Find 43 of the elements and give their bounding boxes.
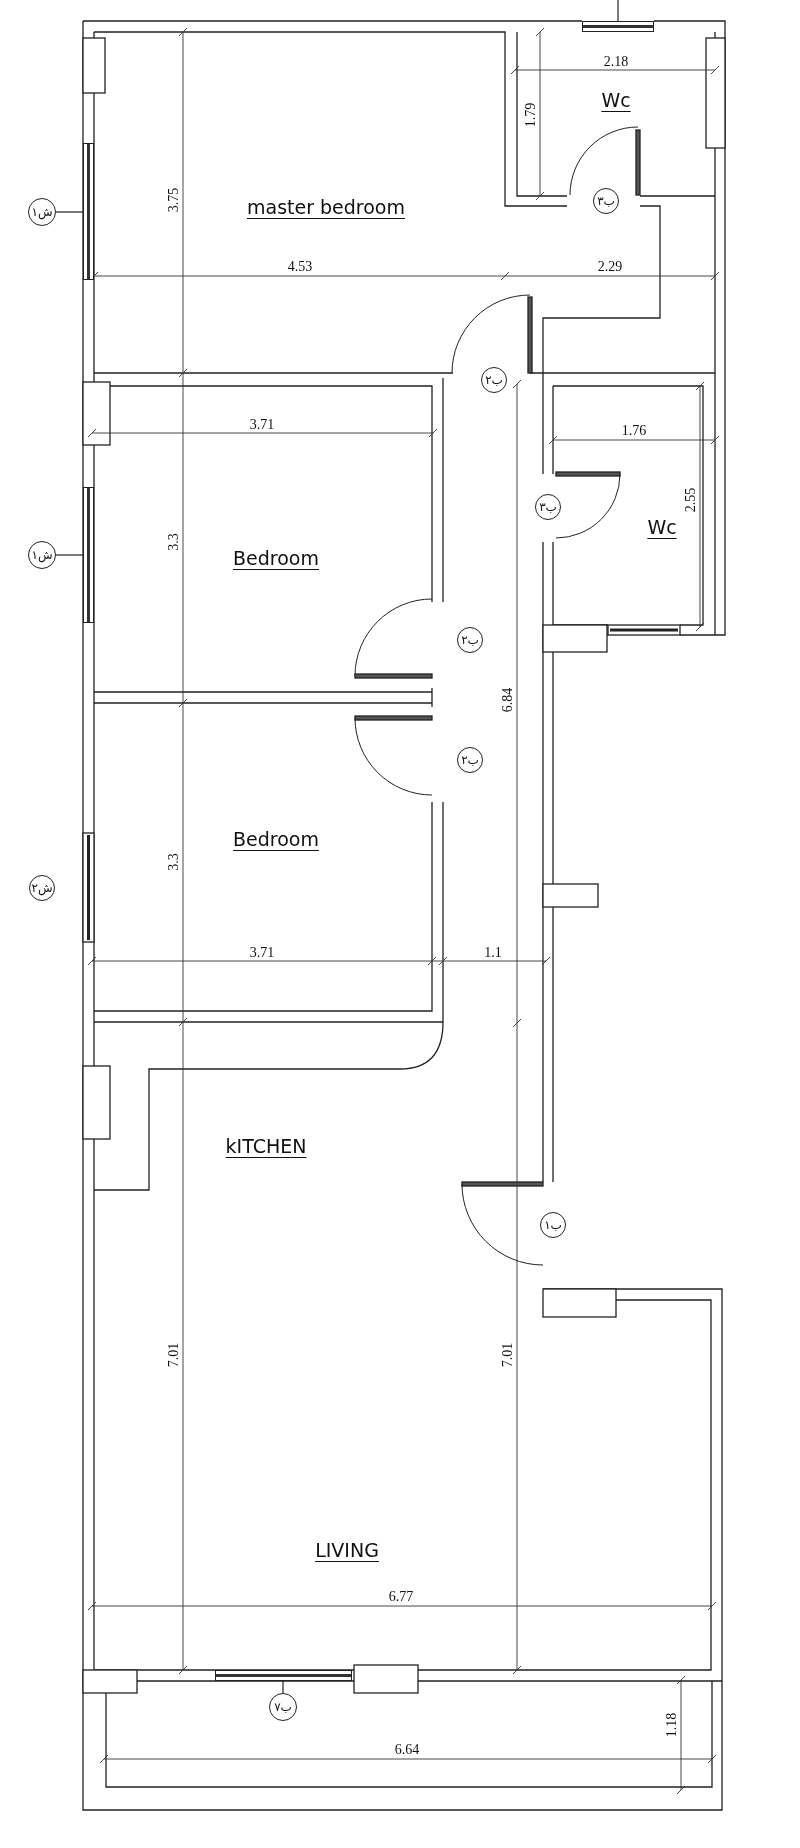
dimension-label: 2.18 [603, 54, 629, 70]
dimension-label: 6.84 [500, 687, 516, 713]
dimension-label: 1.79 [523, 102, 539, 128]
room-label: Bedroom [233, 828, 319, 850]
dimension-label: 6.64 [394, 1742, 420, 1758]
tag-label: ب٢ [481, 367, 507, 393]
tag-label: ب١ [540, 1212, 566, 1238]
leader-line [55, 211, 84, 213]
tag-label: ب٣ [593, 188, 619, 214]
dimension-label: 3.71 [249, 417, 275, 433]
room-label: Bedroom [233, 547, 319, 569]
window-symbol [83, 143, 94, 280]
leader-line [282, 1680, 284, 1694]
dimension-label: 7.01 [500, 1342, 516, 1368]
tag-label: ش١ [28, 541, 56, 569]
room-label: LIVING [315, 1539, 379, 1561]
dimension-label: 7.01 [166, 1342, 182, 1368]
dimension-label: 1.1 [484, 945, 502, 961]
room-label: Wc [647, 516, 677, 538]
tag-label: ب٣ [535, 494, 561, 520]
room-label: Wc [601, 89, 631, 111]
room-label: kITCHEN [225, 1135, 307, 1157]
tag-label: ش١ [28, 198, 56, 226]
dimension-label: 3.75 [166, 187, 182, 213]
tag-label: ب٢ [457, 627, 483, 653]
room-label: master bedroom [247, 196, 405, 218]
tag-label: ب٢ [457, 747, 483, 773]
dimension-label: 1.18 [664, 1712, 680, 1738]
dimension-label: 3.3 [166, 533, 182, 551]
dimension-label: 2.29 [597, 259, 623, 275]
leader-line [617, 0, 619, 22]
dimension-label: 3.3 [166, 853, 182, 871]
dimension-label: 1.76 [621, 423, 647, 439]
tag-label: ش٢ [29, 875, 55, 901]
leader-line [55, 554, 84, 556]
dimension-label: 6.77 [388, 1589, 414, 1605]
sliding-door-symbol [215, 1670, 352, 1681]
dimension-label: 2.55 [683, 487, 699, 513]
window-symbol [582, 21, 654, 32]
dimension-label: 3.71 [249, 945, 275, 961]
tag-label: ب٧ [269, 1693, 297, 1721]
dimension-label: 4.53 [287, 259, 313, 275]
window-symbol [83, 487, 94, 623]
